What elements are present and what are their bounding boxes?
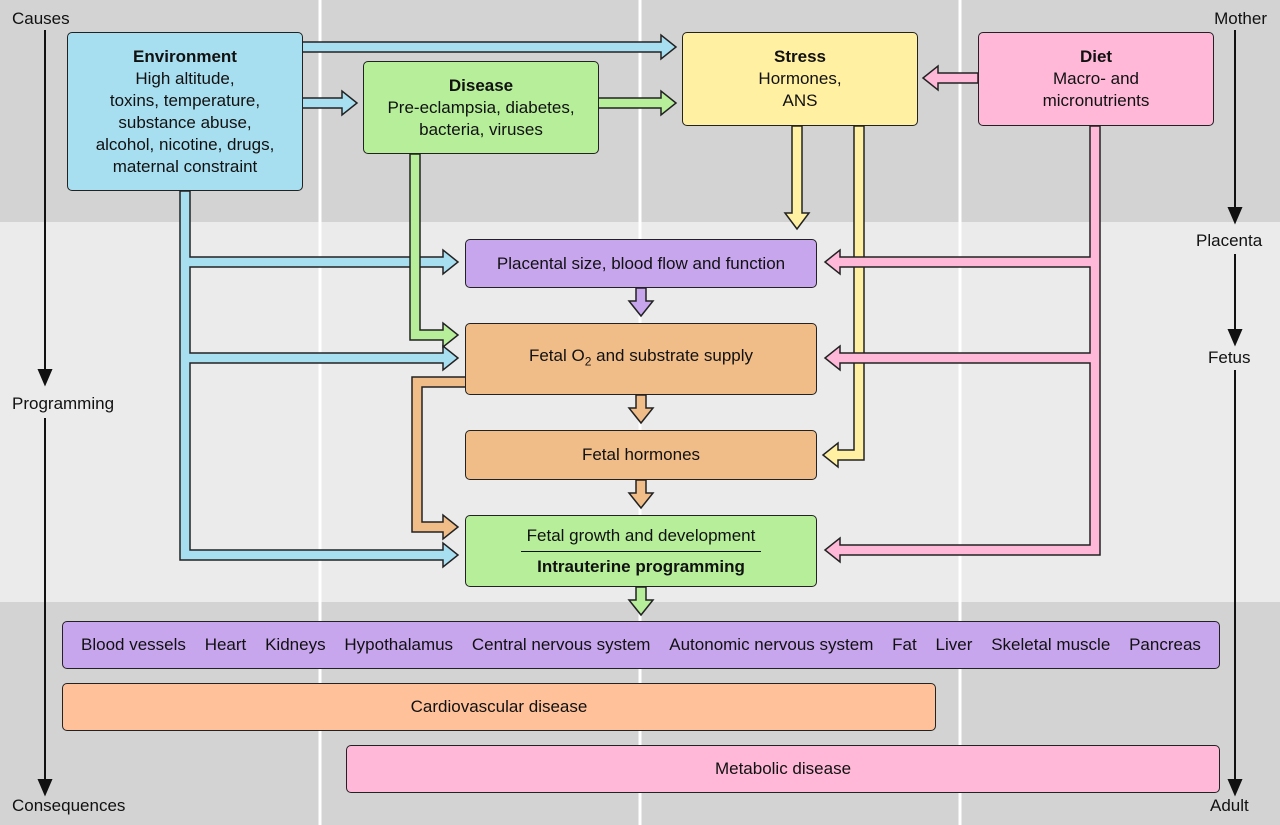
fetal-supply-suffix: and substrate supply <box>591 346 754 366</box>
environment-box: Environment High altitude, toxins, tempe… <box>67 32 303 191</box>
organ-item: Heart <box>204 635 247 654</box>
fetal-supply-prefix: Fetal O <box>528 346 585 366</box>
environment-line: High altitude, <box>135 68 235 88</box>
organ-item: Kidneys <box>265 635 326 654</box>
organ-item: Pancreas <box>1129 635 1201 654</box>
label-adult: Adult <box>1210 796 1249 815</box>
placental-label: Placental size, blood flow and function <box>496 253 786 273</box>
metabolic-label: Metabolic disease <box>714 759 852 778</box>
label-consequences: Consequences <box>12 796 126 815</box>
stress-line: ANS <box>782 91 818 110</box>
fetal-hormones-box: Fetal hormones <box>465 430 817 480</box>
label-programming: Programming <box>12 394 115 413</box>
disease-arrows <box>409 89 678 617</box>
diet-box: Diet Macro- and micronutrients <box>978 32 1214 126</box>
environment-title: Environment <box>133 46 237 66</box>
diet-line: micronutrients <box>1042 91 1150 110</box>
diet-arrows <box>823 64 1101 564</box>
fetal-growth-box: Fetal growth and development Intrauterin… <box>465 515 817 587</box>
organ-item: Central nervous system <box>471 635 651 654</box>
environment-line: maternal constraint <box>112 156 258 176</box>
arrow-placental-to-supply <box>627 287 655 318</box>
disease-box: Disease Pre-eclampsia, diabetes, bacteri… <box>363 61 599 154</box>
organ-item: Skeletal muscle <box>991 635 1111 654</box>
arrow-environment-to-disease <box>301 89 359 117</box>
placental-arrows <box>627 287 655 318</box>
right-axis-arrow <box>1227 30 1243 797</box>
arrow-growth-to-organs <box>627 586 655 617</box>
environment-line: alcohol, nicotine, drugs, <box>95 134 275 154</box>
disease-line: bacteria, viruses <box>419 119 543 139</box>
placental-box: Placental size, blood flow and function <box>465 239 817 288</box>
diet-title: Diet <box>1079 47 1113 66</box>
arrow-stress-to-placental <box>783 125 811 231</box>
label-mother: Mother <box>1214 9 1267 28</box>
disease-line: Pre-eclampsia, diabetes, <box>387 97 575 117</box>
stress-line: Hormones, <box>758 69 842 88</box>
label-causes: Causes <box>12 9 70 28</box>
organ-item: Fat <box>892 635 917 654</box>
environment-line: substance abuse, <box>118 112 252 132</box>
environment-arrows <box>179 33 678 569</box>
diet-line: Macro- and <box>1053 69 1139 88</box>
intrauterine-programming-label: Intrauterine programming <box>537 556 745 576</box>
arrow-supply-to-growth <box>411 376 467 541</box>
label-fetus: Fetus <box>1208 348 1251 367</box>
cardiovascular-box: Cardiovascular disease <box>62 683 936 731</box>
fetal-supply-subscript: 2 <box>584 354 592 369</box>
organ-item: Blood vessels <box>81 635 186 654</box>
organs-box: Blood vessels Heart Kidneys Hypothalamus… <box>62 621 1220 669</box>
arrow-environment-trunk <box>179 190 460 569</box>
fetal-arrows <box>411 376 655 541</box>
fetal-supply-box: Fetal O2 and substrate supply <box>465 323 817 395</box>
arrow-hormones-to-growth <box>627 479 655 510</box>
arrow-diet-trunk <box>823 125 1101 564</box>
organ-item: Hypothalamus <box>344 635 454 654</box>
fetal-hormones-label: Fetal hormones <box>581 445 701 464</box>
arrow-stress-to-hormones <box>821 125 865 469</box>
label-placenta: Placenta <box>1196 231 1263 250</box>
disease-title: Disease <box>448 75 514 95</box>
fetal-supply-label: Fetal O2 and substrate supply <box>529 345 753 372</box>
cardiovascular-label: Cardiovascular disease <box>410 697 588 716</box>
arrow-supply-to-hormones <box>627 394 655 425</box>
organ-item: Liver <box>935 635 973 654</box>
arrow-disease-to-stress <box>597 89 678 117</box>
metabolic-box: Metabolic disease <box>346 745 1220 793</box>
arrow-disease-to-supply <box>409 153 460 349</box>
left-axis-arrow <box>37 30 53 797</box>
arrow-environment-to-stress <box>301 33 678 61</box>
arrow-diet-to-stress <box>921 64 979 92</box>
stress-title: Stress <box>774 47 826 66</box>
stress-arrows <box>783 125 865 469</box>
fetal-growth-label: Fetal growth and development <box>520 525 762 552</box>
organ-item: Autonomic nervous system <box>669 635 874 654</box>
environment-line: toxins, temperature, <box>109 90 261 110</box>
stress-box: Stress Hormones, ANS <box>682 32 918 126</box>
